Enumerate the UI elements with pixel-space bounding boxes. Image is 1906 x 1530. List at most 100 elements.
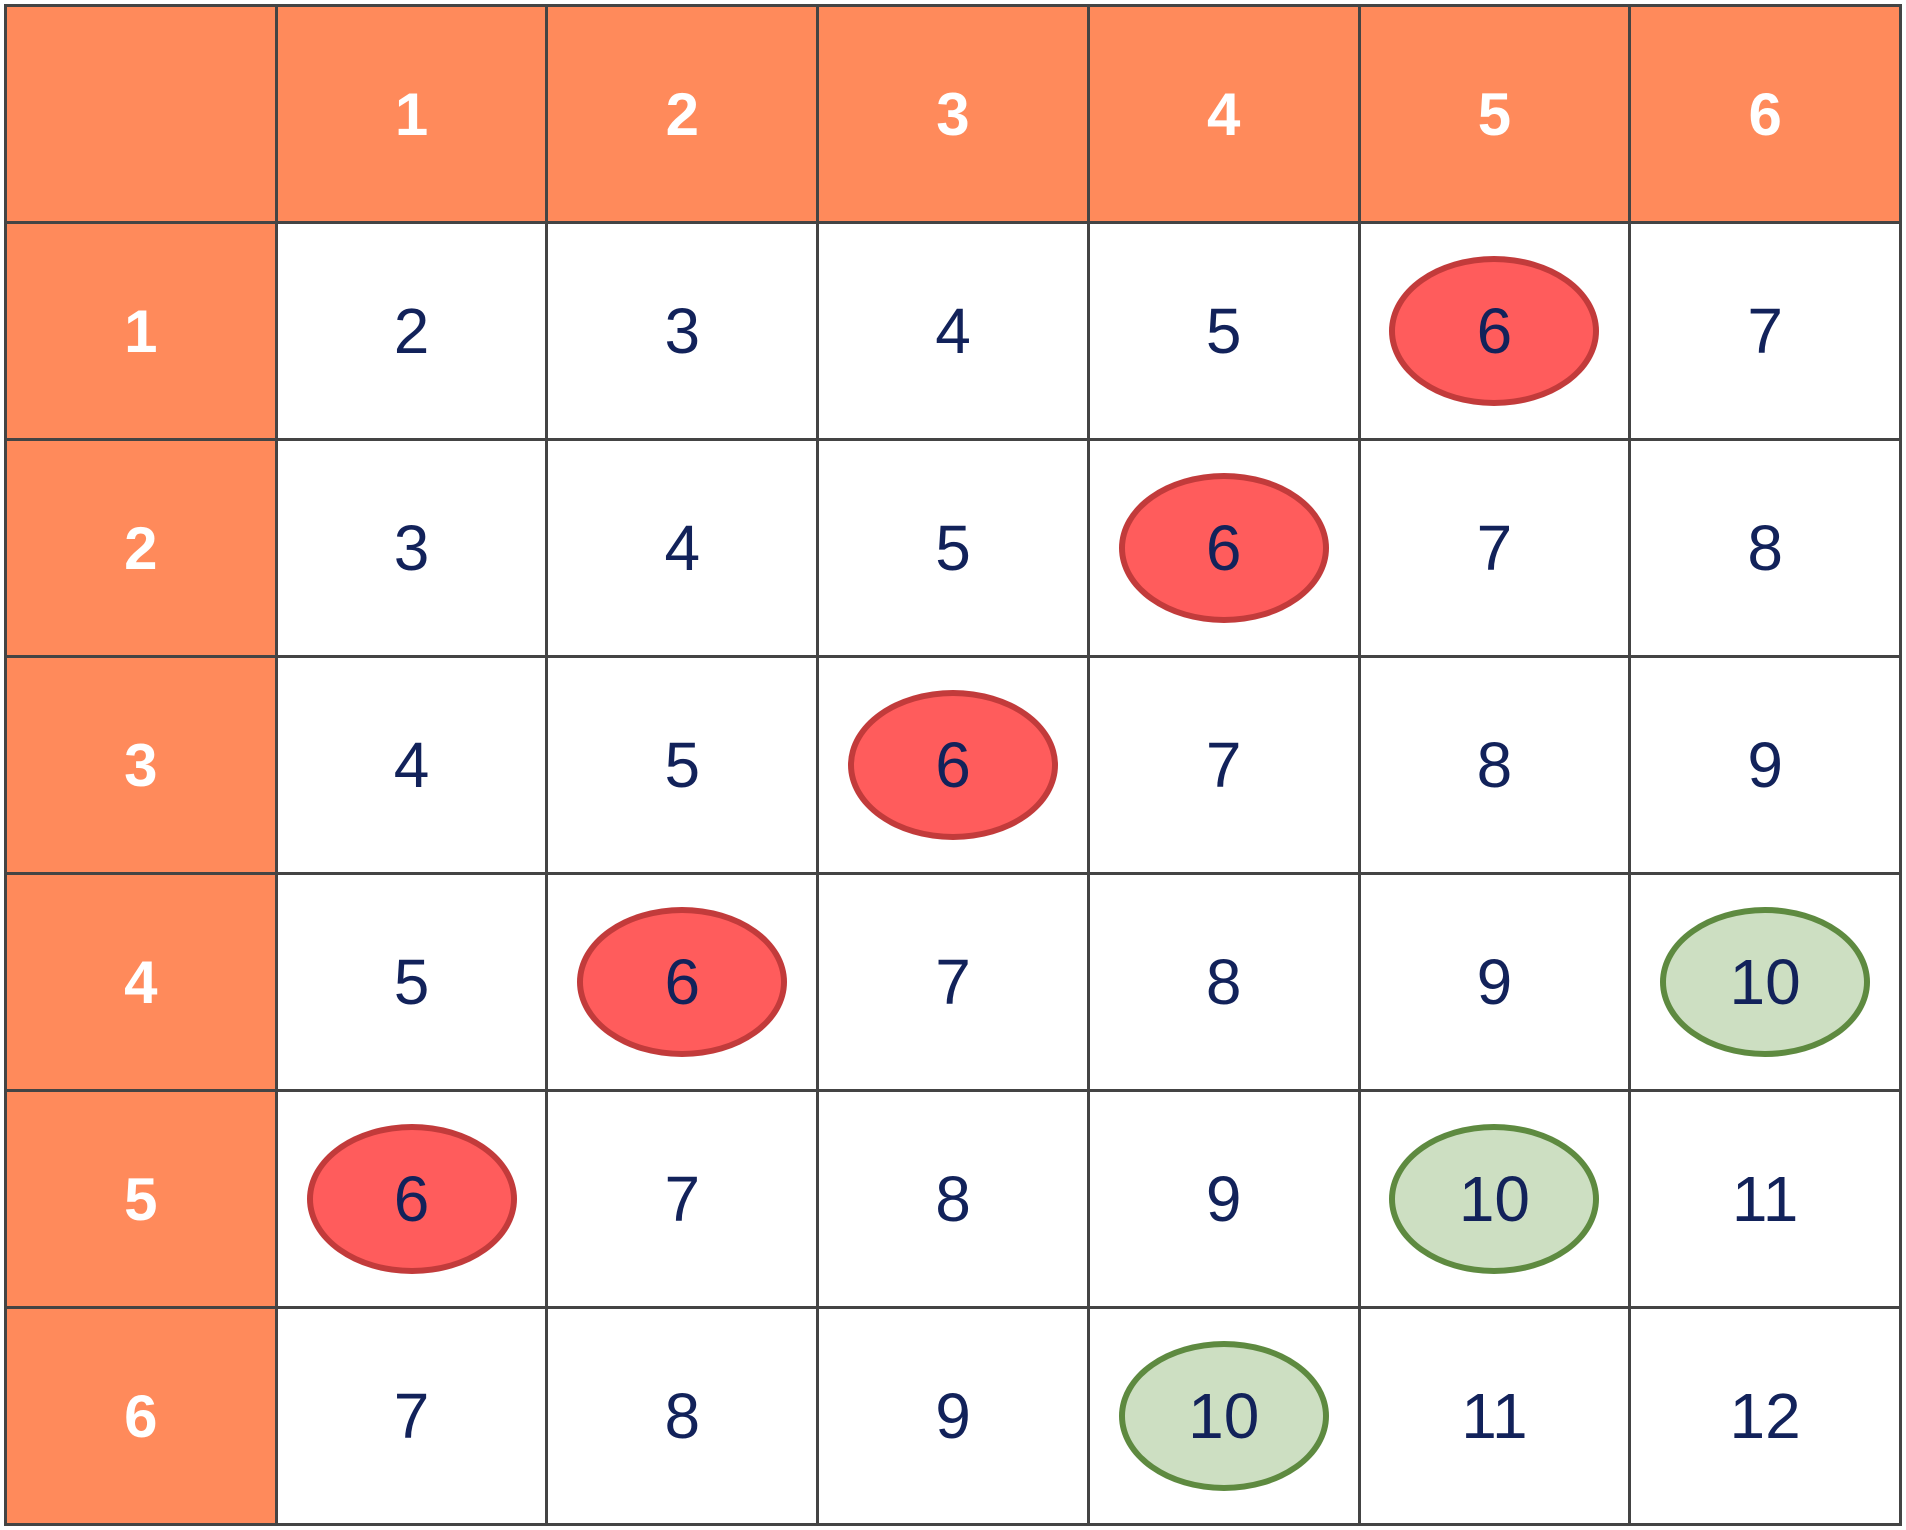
sum-value: 9 — [1205, 1163, 1242, 1235]
sum-value: 7 — [1476, 512, 1513, 584]
sum-value: 6 — [393, 1163, 430, 1235]
sum-cell: 2 — [277, 224, 546, 438]
sum-cell: 8 — [1360, 658, 1629, 872]
sum-cell: 5 — [277, 875, 546, 1089]
sum-cell: 5 — [548, 658, 817, 872]
sum-value: 8 — [664, 1380, 701, 1452]
row-header: 1 — [7, 224, 275, 438]
sum-value: 5 — [1205, 295, 1242, 367]
row-header: 4 — [7, 875, 275, 1089]
sum-value: 8 — [1476, 729, 1513, 801]
sum-value: 4 — [664, 512, 701, 584]
green-highlight-oval — [1660, 907, 1871, 1057]
sum-cell: 8 — [819, 1092, 1087, 1306]
red-highlight-oval — [1389, 256, 1600, 406]
sum-cell: 6 — [277, 1092, 546, 1306]
sum-cell: 7 — [548, 1092, 817, 1306]
row-header-label: 1 — [124, 297, 158, 365]
sum-value: 7 — [935, 946, 971, 1018]
sum-value: 12 — [1729, 1380, 1801, 1452]
column-header-label: 1 — [394, 80, 429, 148]
sum-cell: 6 — [819, 658, 1087, 872]
row-header: 6 — [7, 1309, 275, 1523]
column-header: 3 — [819, 7, 1087, 221]
sum-cell: 9 — [1089, 1092, 1358, 1306]
row-header-label: 5 — [124, 1165, 158, 1233]
sum-cell: 6 — [1089, 441, 1358, 655]
sum-value: 2 — [393, 295, 430, 367]
row-header: 2 — [7, 441, 275, 655]
sum-cell: 8 — [1089, 875, 1358, 1089]
sum-cell: 7 — [277, 1309, 546, 1523]
red-highlight-oval — [1118, 473, 1329, 623]
sum-cell: 9 — [819, 1309, 1087, 1523]
sum-cell: 10 — [1089, 1309, 1358, 1523]
row-header-label: 6 — [124, 1382, 158, 1450]
red-highlight-oval — [306, 1124, 517, 1274]
sum-value: 7 — [1205, 729, 1242, 801]
sum-cell: 11 — [1360, 1309, 1629, 1523]
sum-cell: 9 — [1360, 875, 1629, 1089]
sum-value: 3 — [393, 512, 430, 584]
sum-value: 10 — [1458, 1163, 1531, 1235]
sum-value: 4 — [393, 729, 430, 801]
sum-cell: 6 — [548, 875, 817, 1089]
red-highlight-oval — [847, 690, 1058, 840]
sum-value: 5 — [393, 946, 430, 1018]
column-header: 1 — [277, 7, 546, 221]
corner-cell — [7, 7, 275, 221]
sum-cell: 5 — [1089, 224, 1358, 438]
sum-cell: 3 — [548, 224, 817, 438]
sum-cell: 10 — [1360, 1092, 1629, 1306]
sum-value: 10 — [1729, 946, 1801, 1018]
sum-value: 6 — [1476, 295, 1513, 367]
sum-cell: 8 — [548, 1309, 817, 1523]
column-header-label: 6 — [1748, 80, 1782, 148]
row-header-label: 2 — [124, 514, 158, 582]
sum-value: 8 — [1205, 946, 1242, 1018]
sum-cell: 12 — [1631, 1309, 1899, 1523]
row-header: 3 — [7, 658, 275, 872]
sum-cell: 6 — [1360, 224, 1629, 438]
sum-cell: 4 — [277, 658, 546, 872]
sum-value: 7 — [393, 1380, 430, 1452]
sum-value: 6 — [1205, 512, 1242, 584]
column-header: 4 — [1089, 7, 1358, 221]
sum-cell: 7 — [819, 875, 1087, 1089]
sum-cell: 4 — [819, 224, 1087, 438]
sum-value: 9 — [1476, 946, 1513, 1018]
red-highlight-oval — [577, 907, 788, 1057]
row-header-label: 4 — [124, 948, 158, 1016]
sum-value: 8 — [1747, 512, 1783, 584]
sum-cell: 9 — [1631, 658, 1899, 872]
sum-value: 10 — [1188, 1380, 1260, 1452]
column-header: 5 — [1360, 7, 1629, 221]
sum-value: 8 — [935, 1163, 971, 1235]
sum-value: 6 — [664, 946, 701, 1018]
sum-value: 5 — [664, 729, 701, 801]
sum-cell: 3 — [277, 441, 546, 655]
sum-value: 5 — [935, 512, 971, 584]
column-header: 2 — [548, 7, 817, 221]
sum-cell: 11 — [1631, 1092, 1899, 1306]
sum-cell: 5 — [819, 441, 1087, 655]
column-header-label: 3 — [936, 80, 970, 148]
row-header-label: 3 — [124, 731, 158, 799]
sum-cell: 8 — [1631, 441, 1899, 655]
sum-value: 9 — [935, 1380, 971, 1452]
sum-cell: 7 — [1631, 224, 1899, 438]
sum-cell: 4 — [548, 441, 817, 655]
sum-value: 6 — [935, 729, 971, 801]
column-header-label: 4 — [1207, 80, 1241, 148]
sum-value: 4 — [935, 295, 971, 367]
sum-cell: 7 — [1360, 441, 1629, 655]
sum-value: 11 — [1731, 1163, 1799, 1235]
sum-cell: 7 — [1089, 658, 1358, 872]
sum-value: 3 — [664, 295, 701, 367]
column-header: 6 — [1631, 7, 1899, 221]
column-header-label: 5 — [1477, 80, 1512, 148]
sum-cell: 10 — [1631, 875, 1899, 1089]
sum-value: 9 — [1747, 729, 1783, 801]
sum-value: 11 — [1461, 1380, 1528, 1452]
green-highlight-oval — [1389, 1124, 1600, 1274]
